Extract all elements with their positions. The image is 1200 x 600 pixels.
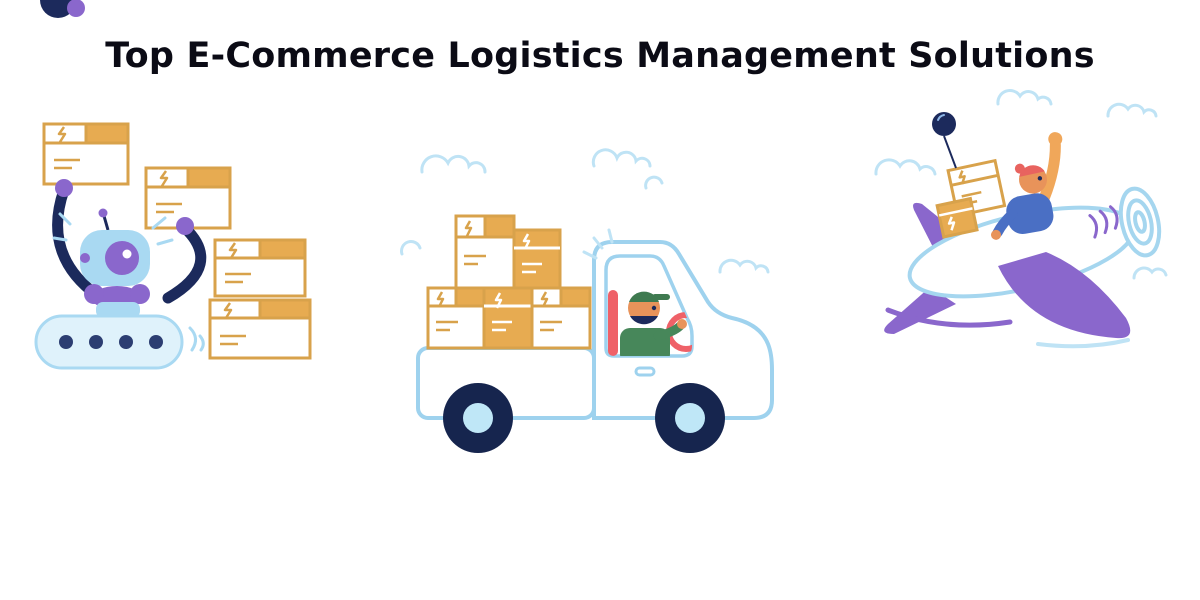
parcel-box [512, 228, 562, 290]
parcel-balloon [932, 112, 957, 169]
parcel-box [42, 122, 130, 186]
parcel-box [454, 214, 516, 290]
hair [1019, 165, 1045, 177]
page-title: Top E-Commerce Logistics Management Solu… [105, 36, 1095, 76]
waving-hand [1048, 132, 1063, 147]
robot-track [34, 314, 184, 370]
airplane-illustration [874, 89, 1168, 349]
rear-wing [884, 287, 956, 334]
beard [630, 316, 658, 325]
parcel-box [935, 158, 1007, 239]
raised-arm [1038, 139, 1061, 204]
pilot [991, 132, 1063, 240]
parcel-box [482, 286, 534, 350]
parcel-box [530, 286, 592, 350]
parcel-box [213, 238, 307, 298]
seat [608, 290, 618, 356]
propeller-swirl [1118, 186, 1162, 258]
torso [1006, 193, 1054, 234]
sparkle-lines [52, 212, 174, 246]
main-wing [998, 252, 1131, 339]
truck-wheel [655, 383, 725, 453]
sparkle-lines [582, 228, 614, 260]
cap [629, 291, 659, 302]
vent-marks [1088, 205, 1119, 239]
parcel-box [426, 286, 486, 350]
robot-illustration [34, 122, 312, 370]
corner-decoration [40, 0, 85, 18]
cloud [400, 148, 770, 274]
motion-lines [188, 326, 205, 352]
door-handle [634, 366, 656, 377]
truck-wheel [443, 383, 513, 453]
motion-lines [885, 307, 1130, 349]
truck-illustration [400, 148, 774, 453]
robot-head [80, 208, 150, 286]
robot-body [84, 284, 150, 318]
cloud [874, 89, 1168, 280]
parcel-box [144, 166, 232, 230]
parcel-box [208, 298, 312, 360]
